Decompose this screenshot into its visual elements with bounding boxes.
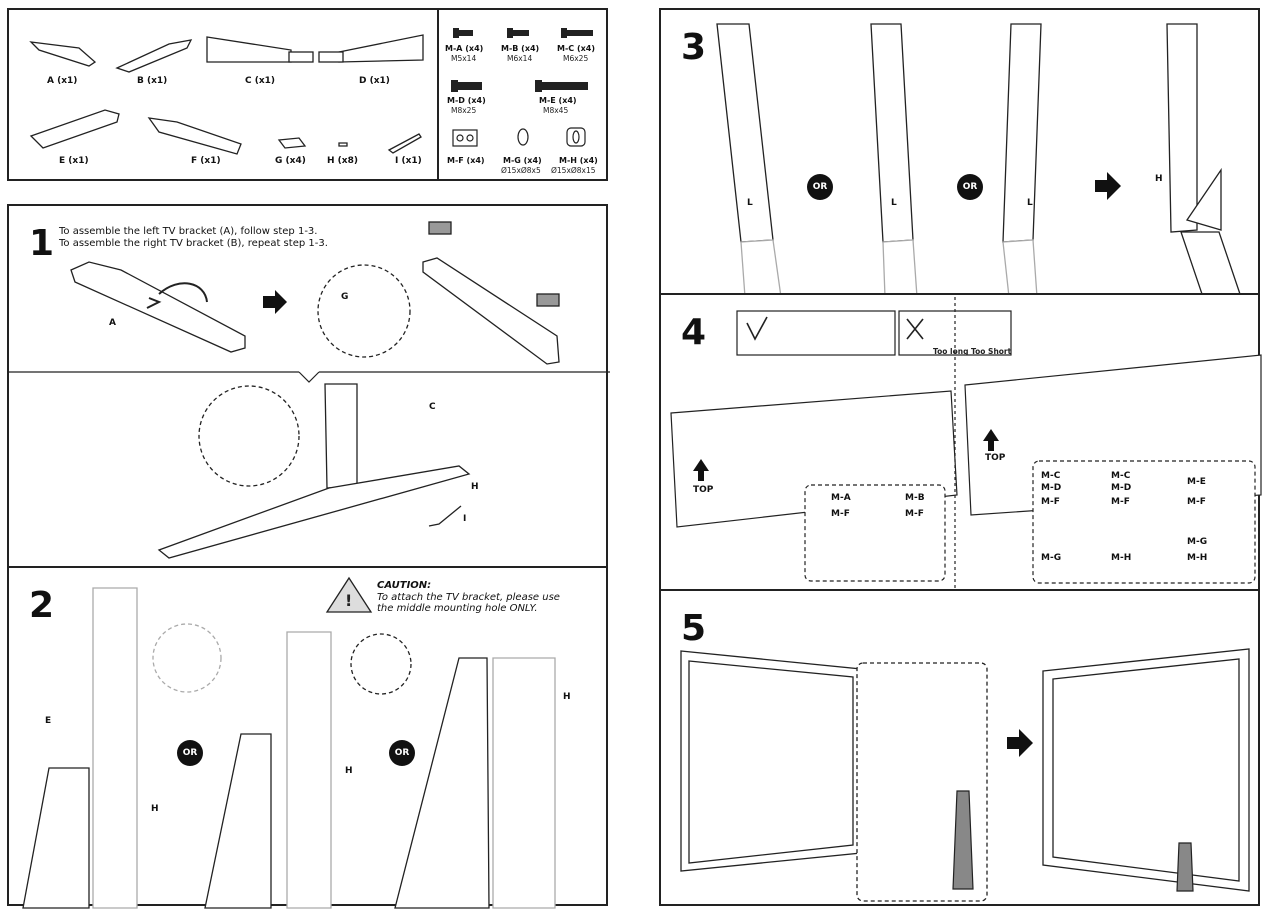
step4-md-2: M-D	[1111, 483, 1132, 493]
step4-top-left: TOP	[693, 485, 714, 495]
step1-label-c: C	[429, 402, 436, 412]
screw-me-label: M-E (x4)	[539, 96, 577, 105]
step4-mc-2: M-C	[1111, 471, 1131, 481]
part-h-label: H (x8)	[327, 156, 358, 166]
step4-too-long: Too long	[933, 347, 969, 356]
step2-label-h1: H	[151, 804, 159, 814]
screw-mb-size: M6x14	[507, 54, 533, 63]
step5-panel: 5	[659, 589, 1260, 906]
step3-or-1: OR	[807, 174, 833, 200]
step3-label-l2: L	[891, 198, 897, 208]
step3-drawing	[716, 23, 1242, 298]
part-i-label: I (x1)	[395, 156, 422, 166]
screw-mc-label: M-C (x4)	[557, 44, 595, 53]
parts-drawing	[29, 34, 424, 155]
step1-label-a: A	[109, 318, 116, 328]
step2-label-h3: H	[563, 692, 571, 702]
step1-number: 1	[29, 223, 55, 264]
step4-md-1: M-D	[1041, 483, 1062, 493]
part-b-label: B (x1)	[137, 76, 168, 86]
step3-panel: 3 OR OR H L L L	[659, 8, 1260, 298]
step2-panel: 2 ! CAUTION: To attach the TV bracket, p…	[7, 566, 608, 909]
step1-label-i: I	[463, 514, 467, 524]
step1-label-h: H	[471, 482, 479, 492]
part-f-label: F (x1)	[191, 156, 221, 166]
screws-drawing	[451, 28, 593, 147]
part-d-label: D (x1)	[359, 76, 390, 86]
step3-label-h: H	[1155, 174, 1163, 184]
step2-label-e: E	[45, 716, 52, 726]
part-a-label: A (x1)	[47, 76, 78, 86]
screw-ma-label: M-A (x4)	[445, 44, 484, 53]
caution-line2: the middle mounting hole ONLY.	[377, 603, 538, 614]
step3-or-2: OR	[957, 174, 983, 200]
screw-md-label: M-D (x4)	[447, 96, 486, 105]
step4-mf-5: M-F	[1187, 497, 1206, 507]
step4-mf-1: M-F	[831, 509, 850, 519]
step4-too-short: Too Short	[971, 347, 1012, 356]
svg-text:!: !	[345, 591, 352, 610]
step1-drawing	[9, 221, 610, 559]
step2-drawing: !	[22, 576, 556, 909]
screw-mf-label: M-F (x4)	[447, 156, 485, 165]
screw-mb-label: M-B (x4)	[501, 44, 540, 53]
step4-mf-4: M-F	[1111, 497, 1130, 507]
step4-mc-1: M-C	[1041, 471, 1061, 481]
step4-mb: M-B	[905, 493, 925, 503]
screws-panel: M-A (x4) M5x14 M-B (x4) M6x14 M-C (x4) M…	[437, 8, 608, 181]
step4-mf-3: M-F	[1041, 497, 1060, 507]
step4-panel: 4 TOP TOP Too long Too Short M-A M-F M-B…	[659, 293, 1262, 593]
step4-mf-2: M-F	[905, 509, 924, 519]
screw-mh-label: M-H (x4)	[559, 156, 598, 165]
step4-mh-2: M-H	[1187, 553, 1208, 563]
step1-label-g: G	[341, 292, 349, 302]
step4-mg-1: M-G	[1041, 553, 1062, 563]
part-g-label: G (x4)	[275, 156, 306, 166]
caution-line1: To attach the TV bracket, please use	[377, 592, 560, 603]
step3-number: 3	[681, 27, 707, 68]
step5-number: 5	[681, 608, 707, 649]
screw-mc-size: M6x25	[563, 54, 589, 63]
screw-mg-size: Ø15xØ8x5	[501, 166, 541, 175]
part-c-label: C (x1)	[245, 76, 276, 86]
step2-or-2: OR	[389, 740, 415, 766]
step4-mh-1: M-H	[1111, 553, 1132, 563]
part-e-label: E (x1)	[59, 156, 89, 166]
step3-label-l1: L	[747, 198, 753, 208]
step2-number: 2	[29, 585, 55, 626]
caution-title: CAUTION:	[377, 580, 432, 591]
step4-number: 4	[681, 312, 707, 353]
step4-ma: M-A	[831, 493, 851, 503]
step2-label-h2: H	[345, 766, 353, 776]
step1-line2: To assemble the right TV bracket (B), re…	[59, 238, 328, 249]
screw-mg-label: M-G (x4)	[503, 156, 542, 165]
step1-panel: 1 To assemble the left TV bracket (A), f…	[7, 204, 610, 568]
screw-mh-size: Ø15xØ8x15	[551, 166, 596, 175]
screw-ma-size: M5x14	[451, 54, 477, 63]
parts-panel: A (x1) B (x1) C (x1) D (x1) E (x1) F (x1…	[7, 8, 439, 181]
step4-mg-2: M-G	[1187, 537, 1208, 547]
step4-me: M-E	[1187, 477, 1206, 487]
step5-drawing	[680, 648, 1250, 902]
step4-top-right: TOP	[985, 453, 1006, 463]
screw-me-size: M8x45	[543, 106, 569, 115]
screw-md-size: M8x25	[451, 106, 477, 115]
step1-line1: To assemble the left TV bracket (A), fol…	[59, 226, 318, 237]
step2-or-1: OR	[177, 740, 203, 766]
step4-drawing	[670, 297, 1262, 593]
step3-label-l3: L	[1027, 198, 1033, 208]
